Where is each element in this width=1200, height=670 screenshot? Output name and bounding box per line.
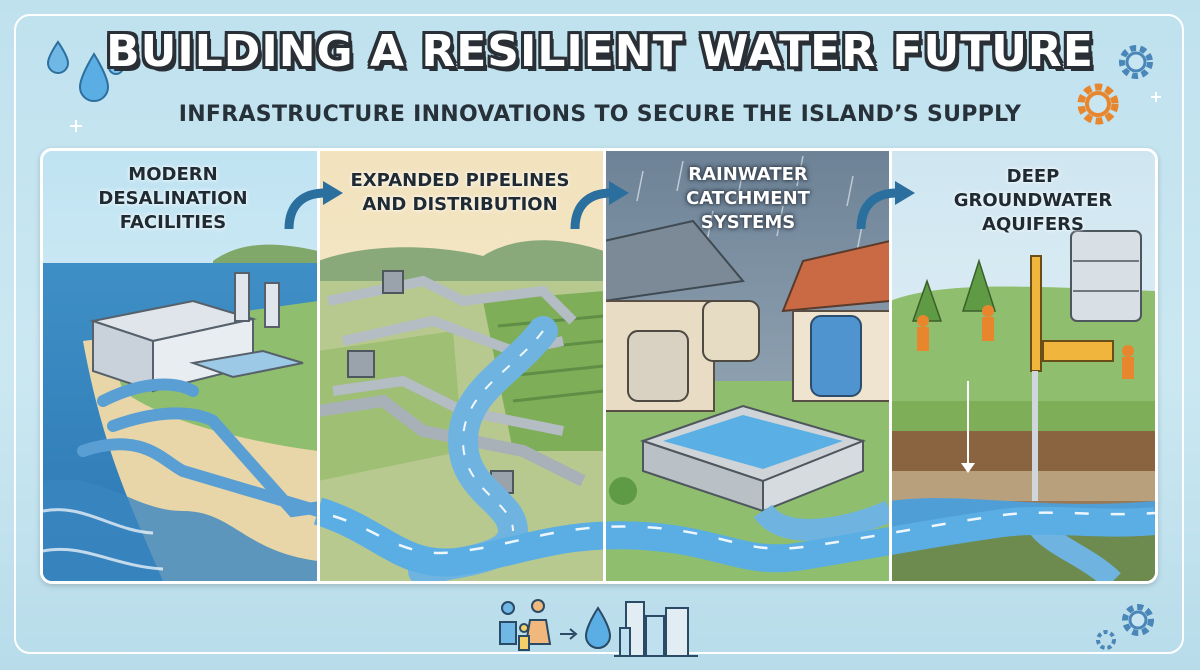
panel-pipelines-scene bbox=[317, 151, 605, 581]
panels-strip: MODERN DESALINATION FACILITIES EXPANDED … bbox=[40, 148, 1158, 584]
panel-label-desalination: MODERN DESALINATION FACILITIES bbox=[98, 164, 248, 233]
page-title: BUILDING A RESILIENT WATER FUTURE bbox=[106, 26, 1094, 77]
panel-label-rainwater: RAINWATER CATCHMENT SYSTEMS bbox=[686, 164, 810, 233]
panels-illustration bbox=[43, 151, 1155, 581]
page-subtitle: INFRASTRUCTURE INNOVATIONS TO SECURE THE… bbox=[178, 102, 1022, 127]
gears-icon bbox=[1077, 45, 1161, 125]
arrow-icon bbox=[284, 181, 343, 230]
arrow-icon bbox=[856, 181, 915, 230]
outer-frame bbox=[14, 14, 1184, 654]
people-to-water-to-city-icon bbox=[499, 599, 698, 657]
water-drops-icon bbox=[46, 40, 125, 132]
panel-desalination-scene bbox=[43, 151, 369, 581]
panel-label-aquifers: DEEP GROUNDWATER AQUIFERS bbox=[953, 166, 1113, 235]
panel-aquifers-scene bbox=[890, 151, 1155, 581]
panel-label-pipelines: EXPANDED PIPELINES AND DISTRIBUTION bbox=[350, 170, 570, 215]
gears-icon bbox=[1096, 604, 1154, 650]
arrow-icon bbox=[570, 181, 629, 230]
river-flow bbox=[313, 497, 1155, 577]
